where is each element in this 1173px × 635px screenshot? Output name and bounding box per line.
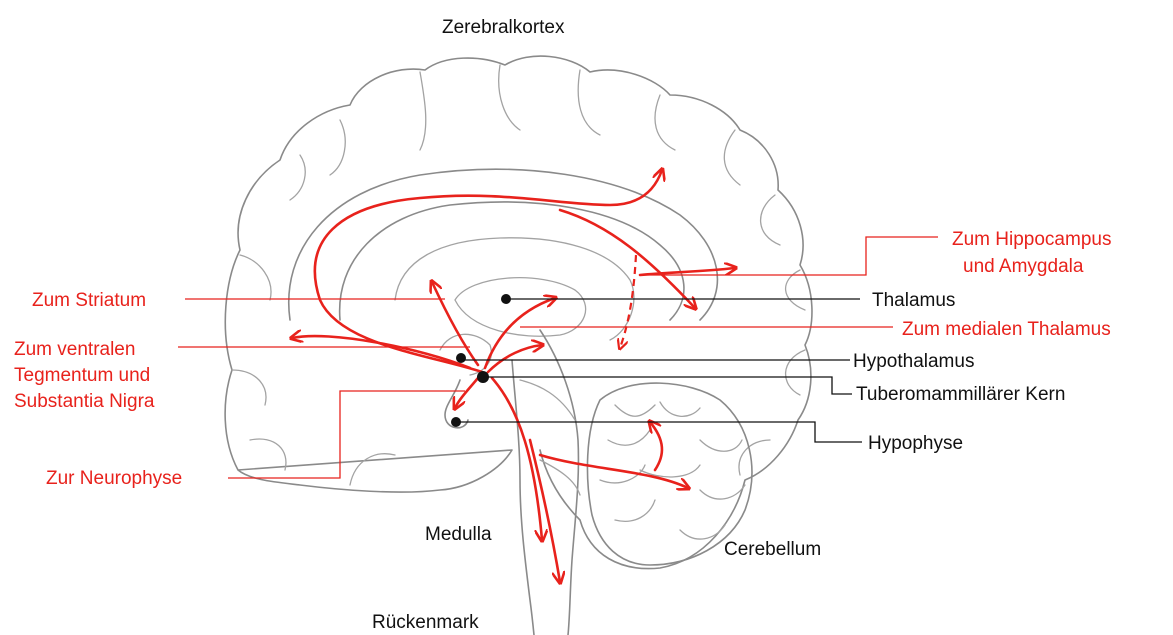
label-ventral-line1: Zum ventralen [14,339,135,360]
label-medial-thalamus: Zum medialen Thalamus [902,319,1111,340]
label-tuberomammillary: Tuberomammillärer Kern [856,384,1065,405]
pathway-down-spinal [530,440,560,582]
label-striatum: Zum Striatum [32,290,146,311]
pathway-to-medial-thalamus [488,345,542,372]
labels: Zerebralkortex Zum Striatum Zum ventrale… [14,17,1111,633]
fornix [395,238,634,340]
pathway-to-thalamus [485,298,555,368]
leader-tuberomammillary [483,377,852,394]
label-neurophyse: Zur Neurophyse [46,468,182,489]
cerebellum-outline [587,383,751,565]
brainstem-outline [512,330,578,635]
hypothalamus-nucleus-dot [456,353,466,363]
pathway-to-frontal [292,336,470,368]
label-cerebellum: Cerebellum [724,539,821,560]
label-ventral-line2: Tegmentum und [14,365,150,386]
label-hippocampus-line2: und Amygdala [963,256,1084,277]
pathway-to-striatum [432,282,478,365]
corpus-callosum-inner [340,202,684,320]
label-hippocampus-line1: Zum Hippocampus [952,229,1111,250]
hypothalamus-outline [440,334,491,375]
label-hypothalamus: Hypothalamus [853,351,974,372]
cortex-outer-contour [225,56,812,568]
label-ventral-line3: Substantia Nigra [14,391,155,412]
leader-hippocampus [640,237,938,275]
label-medulla: Medulla [425,524,492,545]
label-cortex: Zerebralkortex [442,17,565,38]
pathway-cerebellum-up [650,422,662,470]
label-thalamus: Thalamus [872,290,955,311]
label-spinal-cord: Rückenmark [372,612,479,633]
leader-neurophyse [228,391,465,478]
label-hypophyse: Hypophyse [868,433,963,454]
